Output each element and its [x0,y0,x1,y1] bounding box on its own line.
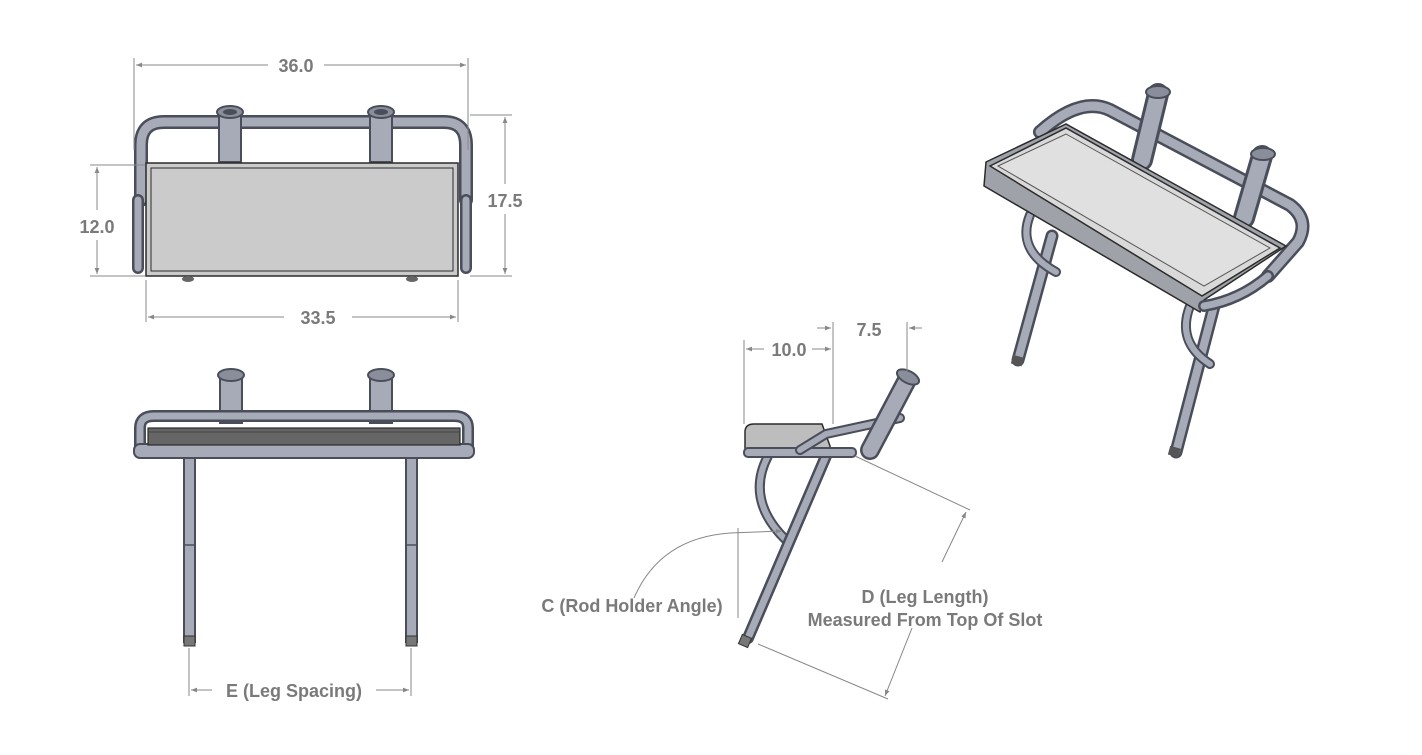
front-view-rod-holder-left [216,105,244,163]
dim-leg-spacing: E (Leg Spacing) [188,648,412,701]
leg-view-tray [147,427,461,446]
leg-view: E (Leg Spacing) [133,368,475,701]
dim-rod-holder-angle: C (Rod Holder Angle) [541,528,783,618]
dim-side-rod-offset: 7.5 [817,320,922,372]
dim-front-panel-height: 12.0 [79,164,145,277]
isometric-leg-right [1167,299,1221,459]
dim-side-rod-offset-label: 7.5 [856,320,881,340]
dim-front-tray-width: 33.5 [145,280,459,328]
side-view: 10.0 7.5 C (Rod Holder Angle) D (Leg Len… [541,320,1043,700]
leg-view-leg-right [405,455,418,647]
dim-leg-length-label-line1: D (Leg Length) [862,587,989,607]
isometric-rod-holder-right [1233,145,1276,229]
dim-leg-length: D (Leg Length) Measured From Top Of Slot [757,455,1043,700]
front-view-tray-panel [145,162,459,277]
dim-rod-holder-angle-label: C (Rod Holder Angle) [541,596,722,616]
dim-front-width-label: 36.0 [278,56,313,76]
dim-leg-spacing-label: E (Leg Spacing) [226,681,362,701]
front-view-tray-inner [150,167,454,272]
front-view-rail [132,115,473,274]
dim-side-tray-depth: 10.0 [743,322,834,424]
isometric-leg-left [1010,210,1061,367]
side-view-rod-holder [860,368,921,460]
dim-front-total-height-label: 17.5 [487,191,522,211]
leg-view-leg-left [183,455,196,647]
isometric-tray [983,123,1288,314]
dim-leg-length-label-line2: Measured From Top Of Slot [808,610,1043,630]
isometric-view [983,83,1310,459]
dim-front-panel-height-label: 12.0 [79,217,114,237]
dim-side-tray-depth-label: 10.0 [771,340,806,360]
front-view: 36.0 12.0 17.5 33.5 [79,56,522,328]
dim-front-width: 36.0 [133,56,469,150]
dim-front-total-height: 17.5 [470,114,523,277]
dim-front-tray-width-label: 33.5 [300,308,335,328]
front-view-rod-holder-right [367,105,395,163]
isometric-rod-holder-left [1131,83,1171,171]
